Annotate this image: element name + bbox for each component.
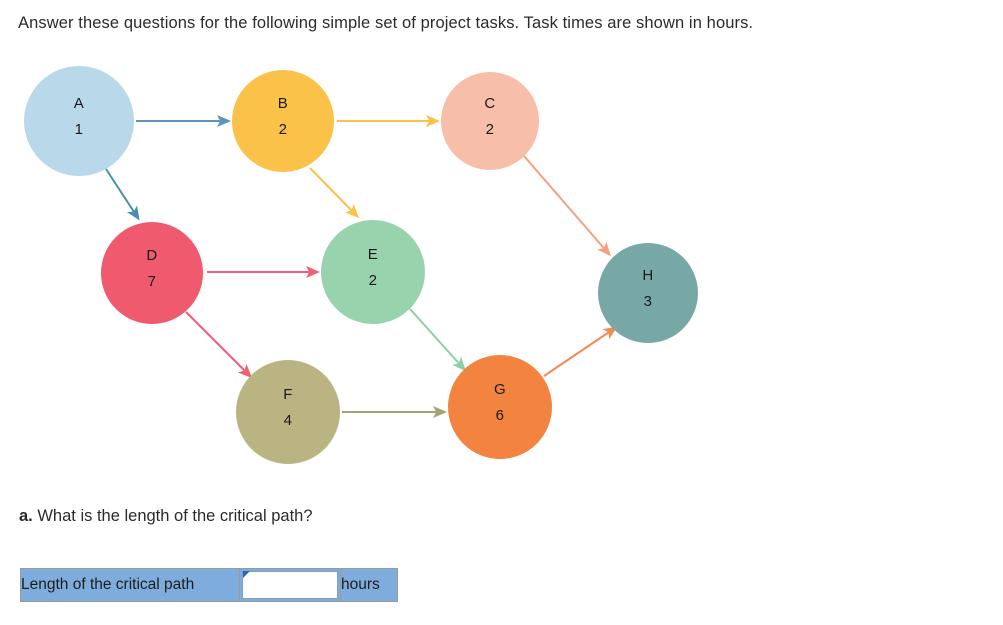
edge-c-to-h xyxy=(523,155,611,257)
node-b-circle xyxy=(232,70,334,172)
node-g: G 6 xyxy=(448,355,552,459)
node-a-circle xyxy=(24,66,134,176)
answer-units-label: hours xyxy=(340,568,398,602)
node-c-label: C xyxy=(484,95,495,112)
node-a-duration: 1 xyxy=(75,121,84,138)
node-h-circle xyxy=(598,243,698,343)
edge-b-to-e xyxy=(309,167,360,219)
node-c-circle xyxy=(441,72,539,170)
node-h-label: H xyxy=(642,267,653,284)
node-a-label: A xyxy=(74,95,84,112)
node-h-duration: 3 xyxy=(644,293,653,310)
node-f-label: F xyxy=(283,386,293,403)
node-e-label: E xyxy=(368,246,378,263)
answer-table: Length of the critical path hours xyxy=(20,568,398,602)
node-f-duration: 4 xyxy=(284,412,293,429)
task-network-diagram: A 1 B 2 C 2 D 7 E 2 H 3 xyxy=(0,58,760,488)
answer-row-label: Length of the critical path xyxy=(20,568,240,602)
node-e-circle xyxy=(321,220,425,324)
node-b: B 2 xyxy=(232,70,334,172)
node-f-circle xyxy=(236,360,340,464)
table-row: Length of the critical path hours xyxy=(20,568,398,602)
node-g-label: G xyxy=(494,381,506,398)
edge-a-to-d xyxy=(105,168,140,221)
node-c: C 2 xyxy=(441,72,539,170)
node-e-duration: 2 xyxy=(369,272,378,289)
node-e: E 2 xyxy=(321,220,425,324)
prompt-text: Answer these questions for the following… xyxy=(18,14,754,32)
node-b-duration: 2 xyxy=(279,121,288,138)
edge-d-to-f xyxy=(185,311,253,379)
task-network-svg: A 1 B 2 C 2 D 7 E 2 H 3 xyxy=(24,66,698,464)
node-d-circle xyxy=(101,222,203,324)
edge-e-to-g xyxy=(409,308,467,372)
critical-path-length-input[interactable] xyxy=(242,571,338,599)
question-a-text: What is the length of the critical path? xyxy=(37,507,313,525)
node-b-label: B xyxy=(278,95,288,112)
answer-input-cell[interactable] xyxy=(239,568,341,602)
node-d-label: D xyxy=(146,247,157,264)
node-d-duration: 7 xyxy=(148,273,157,290)
node-a: A 1 xyxy=(24,66,134,176)
node-f: F 4 xyxy=(236,360,340,464)
edge-g-to-h xyxy=(543,326,618,377)
node-d: D 7 xyxy=(101,222,203,324)
node-c-duration: 2 xyxy=(486,121,495,138)
node-g-circle xyxy=(448,355,552,459)
node-g-duration: 6 xyxy=(496,407,505,424)
question-a-letter: a. xyxy=(19,507,33,525)
edge-group xyxy=(105,115,618,418)
question-a: a. What is the length of the critical pa… xyxy=(19,505,313,527)
node-h: H 3 xyxy=(598,243,698,343)
